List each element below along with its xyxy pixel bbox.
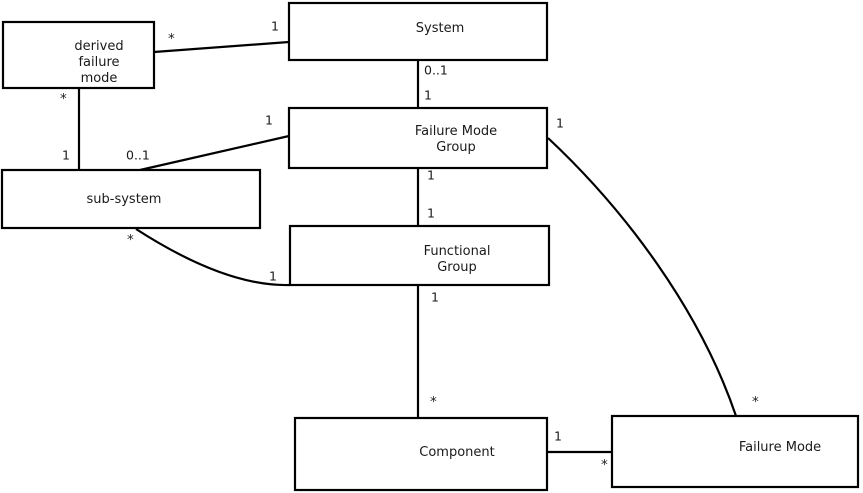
multiplicity-label: 1 [424, 88, 432, 103]
multiplicity-label: 1 [427, 206, 435, 221]
association-line [153, 40, 290, 54]
multiplicity-label: * [127, 232, 134, 248]
multiplicity-label: 1 [62, 148, 70, 163]
class-name-line: mode [81, 71, 118, 86]
class-box-component[interactable]: Component [293, 416, 549, 492]
multiplicity-label: 1 [556, 116, 564, 131]
class-name-label: System [416, 21, 464, 36]
multiplicity-label: 1 [554, 429, 562, 444]
class-box-border [288, 224, 551, 287]
class-box-system[interactable]: System [287, 1, 549, 62]
class-box-failure-mode[interactable]: Failure Mode [610, 414, 860, 489]
class-name-line: System [416, 21, 464, 36]
class-name-line: Failure Mode [739, 440, 821, 455]
multiplicity-label: 1 [269, 269, 277, 284]
multiplicity-label: * [430, 394, 437, 410]
multiplicity-label: * [601, 457, 608, 473]
class-name-label: Component [419, 445, 494, 460]
associations-layer [77, 40, 738, 454]
multiplicity-labels-layer: * 1 * 1 0..1 1 0..1 1 1 1 * 1 1 * 1 * 1 * [60, 19, 759, 474]
association-line [547, 137, 738, 417]
multiplicity-label: 0..1 [126, 148, 150, 163]
multiplicity-label: 1 [265, 113, 273, 128]
class-box-border [1, 20, 156, 90]
multiplicity-label: 1 [431, 290, 439, 305]
class-name-label: sub-system [87, 192, 162, 207]
class-box-sub-system[interactable]: sub-system [0, 168, 262, 230]
class-box-border [0, 168, 262, 230]
class-box-border [287, 1, 549, 62]
class-name-line: Group [437, 260, 477, 275]
multiplicity-label: 1 [271, 19, 279, 34]
class-box-border [293, 416, 549, 492]
class-box-border [287, 106, 549, 170]
class-name-line: Component [419, 445, 494, 460]
class-name-line: Group [436, 140, 476, 155]
class-name-line: Failure Mode [415, 124, 497, 139]
multiplicity-label: * [168, 31, 175, 47]
multiplicity-label: 1 [427, 168, 435, 183]
class-name-line: sub-system [87, 192, 162, 207]
multiplicity-label: 0..1 [424, 63, 448, 78]
association-line [135, 228, 291, 287]
multiplicity-label: * [752, 394, 759, 410]
class-box-border [610, 414, 860, 489]
class-name-label: Failure Mode [739, 440, 821, 455]
association-line [139, 134, 290, 172]
class-name-line: Functional [424, 244, 491, 259]
class-name-line: derived [74, 39, 123, 54]
class-name-line: failure [78, 55, 119, 70]
multiplicity-label: * [60, 91, 67, 107]
